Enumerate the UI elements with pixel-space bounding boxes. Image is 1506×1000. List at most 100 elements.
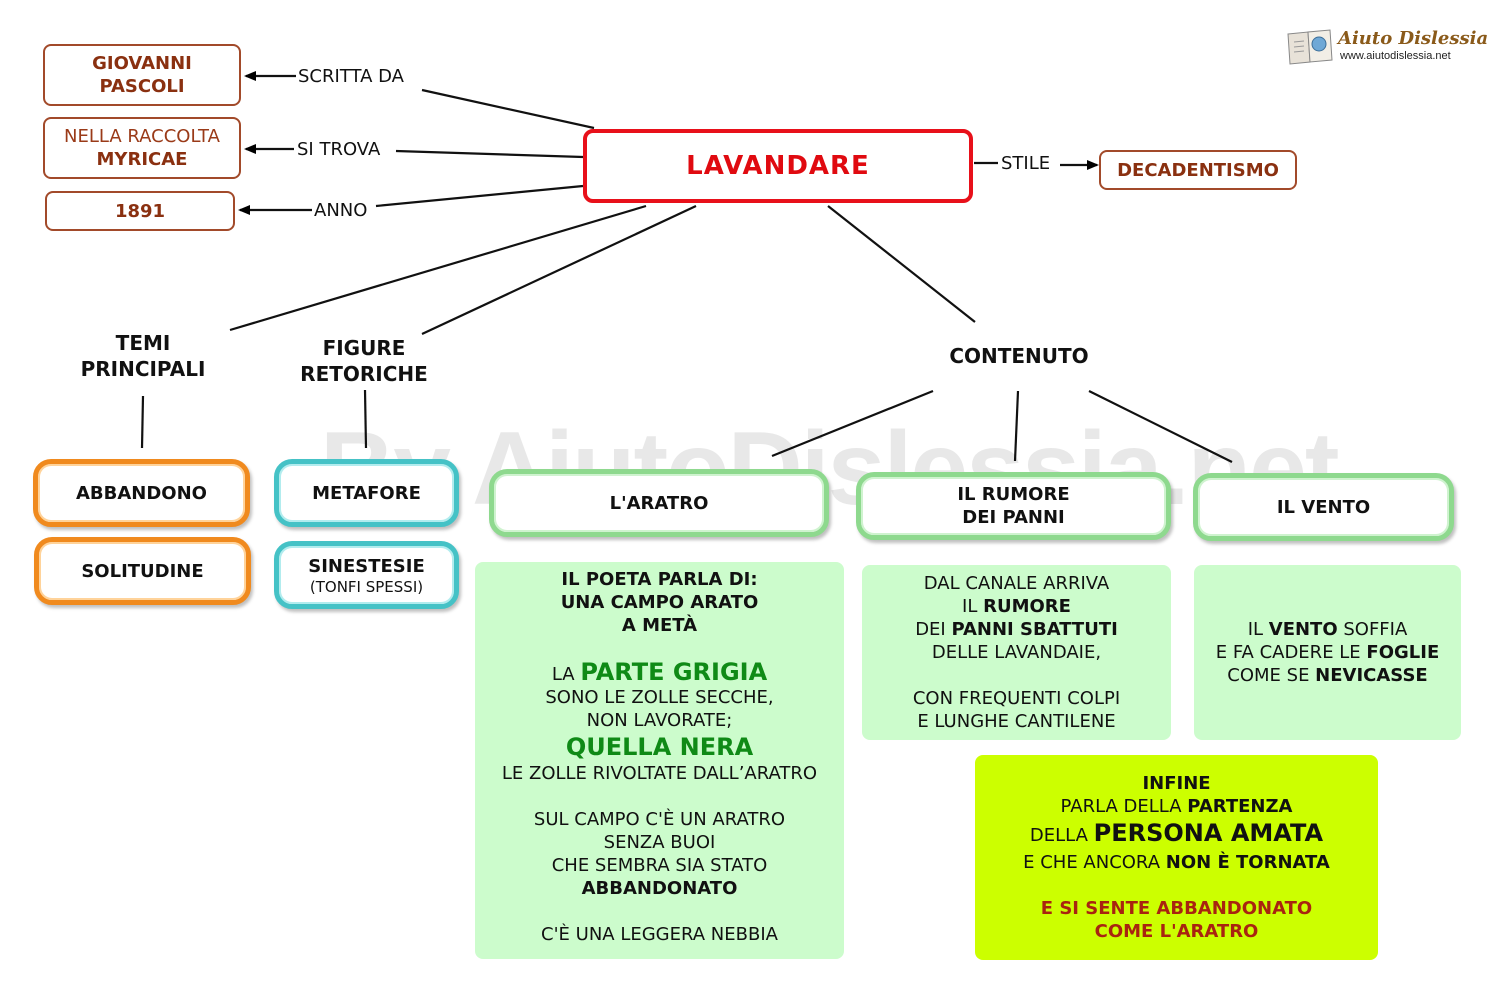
aratro-l6: NON LAVORATE;	[586, 710, 733, 731]
rumore-l4: DELLE LAVANDAIE,	[931, 642, 1102, 663]
author-box: GIOVANNI PASCOLI	[43, 44, 241, 106]
infine-l3b: PERSONA AMATA	[1093, 819, 1324, 847]
contenuto-rumore: IL RUMORE DEI PANNI	[856, 472, 1171, 540]
heading-figure-retoriche: FIGURE RETORICHE	[284, 335, 444, 387]
aratro-parte-grigia: PARTE GRIGIA	[580, 658, 768, 686]
tema-solitudine-label: SOLITUDINE	[81, 560, 204, 582]
infine-l3: DELLA PERSONA AMATA	[1030, 818, 1323, 851]
vento-l2a: E FA CADERE LE	[1215, 642, 1367, 663]
heading-temi-principali: TEMI PRINCIPALI	[63, 330, 223, 382]
rumore-panel: DAL CANALE ARRIVA IL RUMORE DEI PANNI SB…	[862, 565, 1171, 740]
rumore-l2: IL RUMORE	[962, 595, 1071, 618]
line-contenuto-rumore	[1013, 390, 1020, 462]
vento-l1: IL VENTO SOFFIA	[1248, 618, 1408, 641]
year-value: 1891	[114, 200, 166, 222]
vento-panel: IL VENTO SOFFIA E FA CADERE LE FOGLIE CO…	[1194, 565, 1461, 740]
figura-sinestesie-sub: (TONFI SPESSI)	[309, 577, 424, 596]
figura-metafore-label: METAFORE	[312, 482, 421, 504]
year-box: 1891	[45, 191, 235, 231]
aratro-l2: UNA CAMPO ARATO	[560, 592, 759, 613]
author-line1: GIOVANNI	[92, 53, 192, 74]
rumore-l3a: DEI	[915, 619, 952, 640]
tema-abbandono-label: ABBANDONO	[76, 482, 207, 504]
aratro-l11: CHE SEMBRA SIA STATO	[551, 855, 768, 876]
style-box: DECADENTISMO	[1099, 150, 1297, 190]
infine-l5: E SI SENTE ABBANDONATO	[1040, 898, 1313, 919]
aiutodislessia-logo: Aiuto Dislessia www.aiutodislessia.net	[1286, 26, 1488, 70]
rumore-l3b: PANNI SBATTUTI	[951, 619, 1118, 640]
vento-l3b: NEVICASSE	[1315, 665, 1428, 686]
author-line2: PASCOLI	[99, 76, 185, 97]
infine-l4: E CHE ANCORA NON È TORNATA	[1023, 851, 1330, 874]
contenuto-aratro: L'ARATRO	[489, 469, 829, 537]
rumore-l5: CON FREQUENTI COLPI	[912, 688, 1121, 709]
label-stile: STILE	[999, 153, 1053, 174]
figura-metafore: METAFORE	[274, 459, 459, 527]
aratro-panel: IL POETA PARLA DI: UNA CAMPO ARATO A MET…	[475, 562, 844, 959]
collection-box: NELLA RACCOLTA MYRICAE	[43, 117, 241, 179]
figura-sinestesie-label: SINESTESIE	[308, 555, 425, 577]
aratro-l3: A METÀ	[621, 615, 698, 636]
book-icon	[1287, 29, 1333, 65]
label-scritta-da: SCRITTA DA	[296, 66, 406, 87]
infine-l2a: PARLA DELLA	[1060, 796, 1188, 817]
rumore-l3: DEI PANNI SBATTUTI	[915, 618, 1118, 641]
main-title: LAVANDARE	[686, 150, 870, 181]
contenuto-rumore-line1: IL RUMORE	[957, 484, 1070, 505]
aratro-l8: LE ZOLLE RIVOLTATE DALL’ARATRO	[501, 763, 818, 784]
infine-l6: COME L'ARATRO	[1094, 921, 1259, 942]
line-contenuto-vento	[1088, 390, 1233, 463]
label-si-trova: SI TROVA	[295, 139, 383, 160]
tema-abbandono: ABBANDONO	[33, 459, 250, 527]
line-figure-metafore	[363, 389, 368, 449]
vento-l2: E FA CADERE LE FOGLIE	[1216, 641, 1440, 664]
infine-l2: PARLA DELLA PARTENZA	[1061, 795, 1293, 818]
line-main-anno	[375, 184, 584, 208]
tema-solitudine: SOLITUDINE	[34, 537, 251, 605]
rumore-l2b: RUMORE	[983, 596, 1071, 617]
contenuto-aratro-label: L'ARATRO	[609, 492, 709, 514]
vento-l1b: VENTO	[1268, 619, 1338, 640]
heading-temi-line1: TEMI	[115, 331, 171, 355]
heading-figure-line2: RETORICHE	[300, 362, 428, 386]
contenuto-vento-label: IL VENTO	[1276, 496, 1371, 518]
aratro-quella-nera: QUELLA NERA	[565, 733, 754, 761]
aratro-l4a: LA	[551, 664, 581, 685]
aratro-l5: SONO LE ZOLLE SECCHE,	[545, 687, 774, 708]
vento-l3a: COME SE	[1227, 665, 1316, 686]
heading-figure-line1: FIGURE	[322, 336, 406, 360]
heading-temi-line2: PRINCIPALI	[80, 357, 206, 381]
contenuto-rumore-line2: DEI PANNI	[962, 507, 1065, 528]
infine-l4a: E CHE ANCORA	[1023, 852, 1166, 873]
rumore-l2a: IL	[962, 596, 984, 617]
line-main-contenuto	[827, 205, 976, 323]
line-main-trova	[395, 149, 584, 159]
line-main-temi	[229, 204, 647, 332]
vento-l1c: SOFFIA	[1337, 619, 1408, 640]
label-anno: ANNO	[312, 200, 370, 221]
figura-sinestesie: SINESTESIE (TONFI SPESSI)	[274, 541, 459, 609]
infine-panel: INFINE PARLA DELLA PARTENZA DELLA PERSON…	[975, 755, 1378, 960]
line-temi-abbandono	[140, 395, 145, 449]
contenuto-vento: IL VENTO	[1193, 473, 1454, 541]
rumore-l6: E LUNGHE CANTILENE	[917, 711, 1116, 732]
rumore-l1: DAL CANALE ARRIVA	[923, 573, 1110, 594]
collection-line2: MYRICAE	[96, 149, 188, 170]
aratro-l9: SUL CAMPO C'È UN ARATRO	[533, 809, 786, 830]
vento-l2b: FOGLIE	[1366, 642, 1440, 663]
aratro-l1: IL POETA PARLA DI:	[561, 569, 758, 590]
infine-l4b: NON È TORNATA	[1165, 852, 1330, 873]
vento-l3: COME SE NEVICASSE	[1227, 664, 1427, 687]
style-value: DECADENTISMO	[1117, 159, 1279, 181]
infine-l1: INFINE	[1142, 773, 1211, 794]
main-node: LAVANDARE	[583, 129, 973, 203]
infine-l3a: DELLA	[1029, 825, 1094, 846]
line-contenuto-aratro	[771, 389, 934, 458]
logo-title: Aiuto Dislessia	[1338, 28, 1489, 49]
infine-l2b: PARTENZA	[1187, 796, 1293, 817]
line-main-figure	[421, 205, 697, 335]
aratro-l10: SENZA BUOI	[603, 832, 716, 853]
aratro-l4: LA PARTE GRIGIA	[551, 658, 768, 686]
aratro-l12: ABBANDONATO	[581, 878, 738, 899]
